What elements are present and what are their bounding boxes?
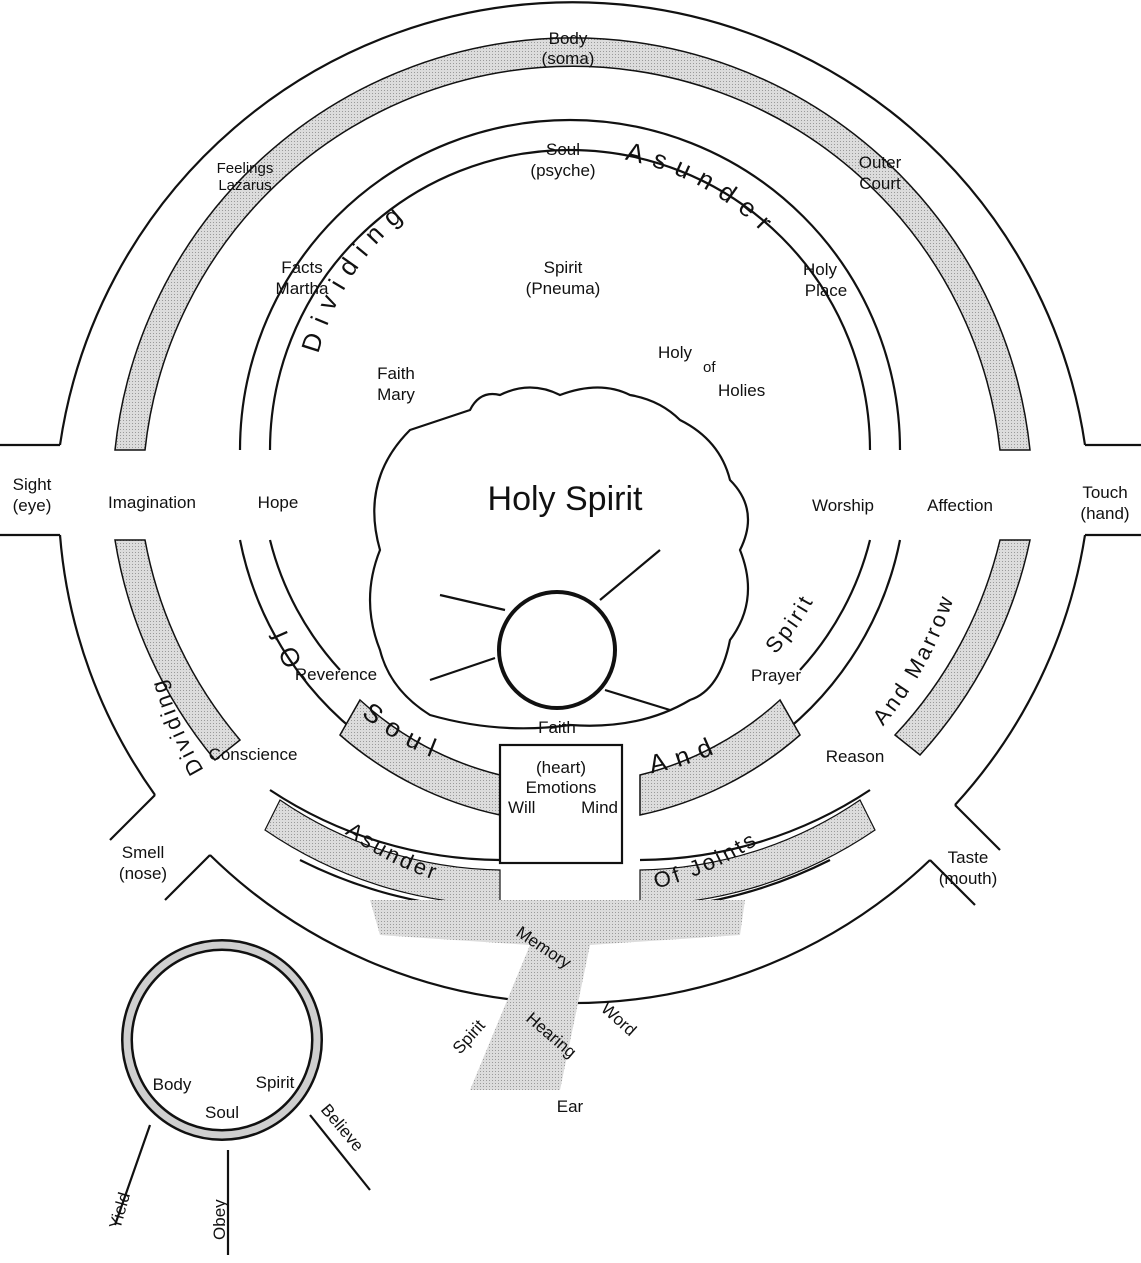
central-keyring [430,550,670,710]
mind-label: Mind [581,798,618,817]
conscience-label: Conscience [209,745,298,764]
heart-label: (heart) [536,758,586,777]
affection-label: Affection [927,496,993,515]
holy-of-holies-label: HolyofHolies [658,343,765,400]
ear-spirit-label: Spirit [449,1016,489,1058]
worship-label: Worship [812,496,874,515]
body-label: Body(soma) [542,29,595,68]
imagination-label: Imagination [108,493,196,512]
asunder-top: Asunder [623,136,785,243]
holy-spirit-region [370,388,748,729]
holy-spirit-label: Holy Spirit [488,480,643,518]
believe-label: Believe [317,1100,368,1155]
soul-label: Soul(psyche) [530,140,595,180]
prayer-label: Prayer [751,666,801,685]
taste-label: Taste(mouth) [939,848,998,888]
spirit-label: Spirit(Pneuma) [526,258,601,298]
ear-label: Ear [557,1097,584,1116]
reason-label: Reason [826,747,885,766]
ear-funnel [370,900,745,1090]
smell-label: Smell(nose) [119,843,167,883]
reverence-label: Reverence [295,665,377,684]
will-label: Will [508,798,535,817]
keyring-body-label: Body [153,1075,192,1094]
spirit-right: Spirit [760,589,819,658]
word-label: Word [597,999,640,1040]
touch-label: Touch(hand) [1080,483,1129,523]
hope-label: Hope [258,493,299,512]
yield-label: Yield [106,1190,134,1231]
faith-label: Faith [538,718,576,737]
keyring-spirit-label: Spirit [256,1073,295,1092]
emotions-label: Emotions [526,778,597,797]
sight-label: Sight(eye) [13,475,52,515]
obey-label: Obey [210,1199,229,1240]
bottom-keyring [115,945,370,1255]
keyring-soul-label: Soul [205,1103,239,1122]
